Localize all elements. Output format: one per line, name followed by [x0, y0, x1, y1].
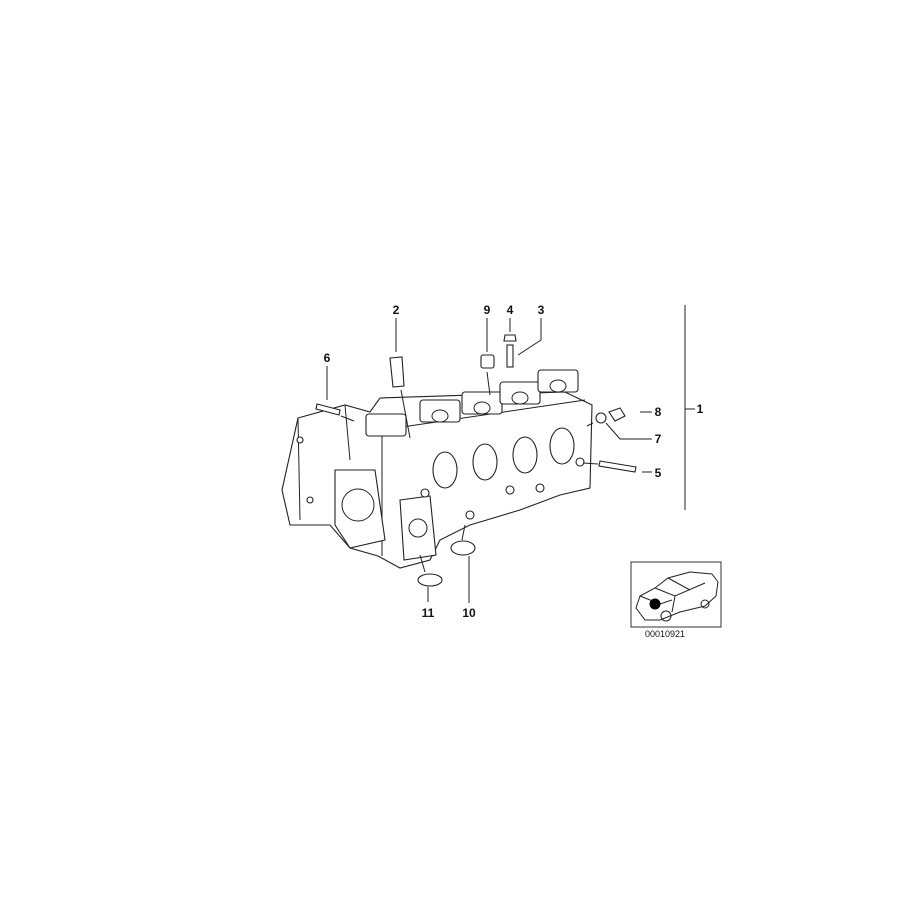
seal-ring-10	[450, 540, 476, 556]
label-7: 7	[655, 432, 662, 446]
label-3: 3	[538, 303, 545, 317]
label-4: 4	[507, 303, 514, 317]
label-10: 10	[462, 606, 476, 620]
stud-3	[506, 344, 514, 368]
ports	[432, 427, 575, 489]
leader-lines	[326, 305, 695, 603]
label-8: 8	[655, 405, 662, 419]
label-9: 9	[484, 303, 491, 317]
valve-stem-seal	[480, 354, 495, 369]
label-5: 5	[655, 466, 662, 480]
washer-7	[595, 412, 607, 424]
label-6: 6	[324, 351, 331, 365]
label-2: 2	[393, 303, 400, 317]
car-location-icon	[635, 571, 719, 622]
cam-caps	[365, 369, 579, 437]
cylinder-head-drawing	[281, 369, 593, 569]
plug-8	[608, 407, 626, 422]
car-location-thumbnail: 00010921	[630, 561, 722, 639]
reference-number: 00010921	[645, 629, 685, 639]
label-1: 1	[697, 402, 704, 416]
valve-guide	[389, 356, 405, 388]
stud-5	[598, 460, 637, 473]
dowel-6	[315, 403, 341, 416]
bolts	[296, 436, 585, 520]
seal-ring-11	[417, 573, 443, 587]
label-11: 11	[422, 606, 435, 620]
part-labels: 1 2 3 4 5 6 7 8 9 10 11	[324, 303, 704, 620]
loose-parts	[315, 334, 637, 587]
nut-4	[503, 334, 517, 342]
